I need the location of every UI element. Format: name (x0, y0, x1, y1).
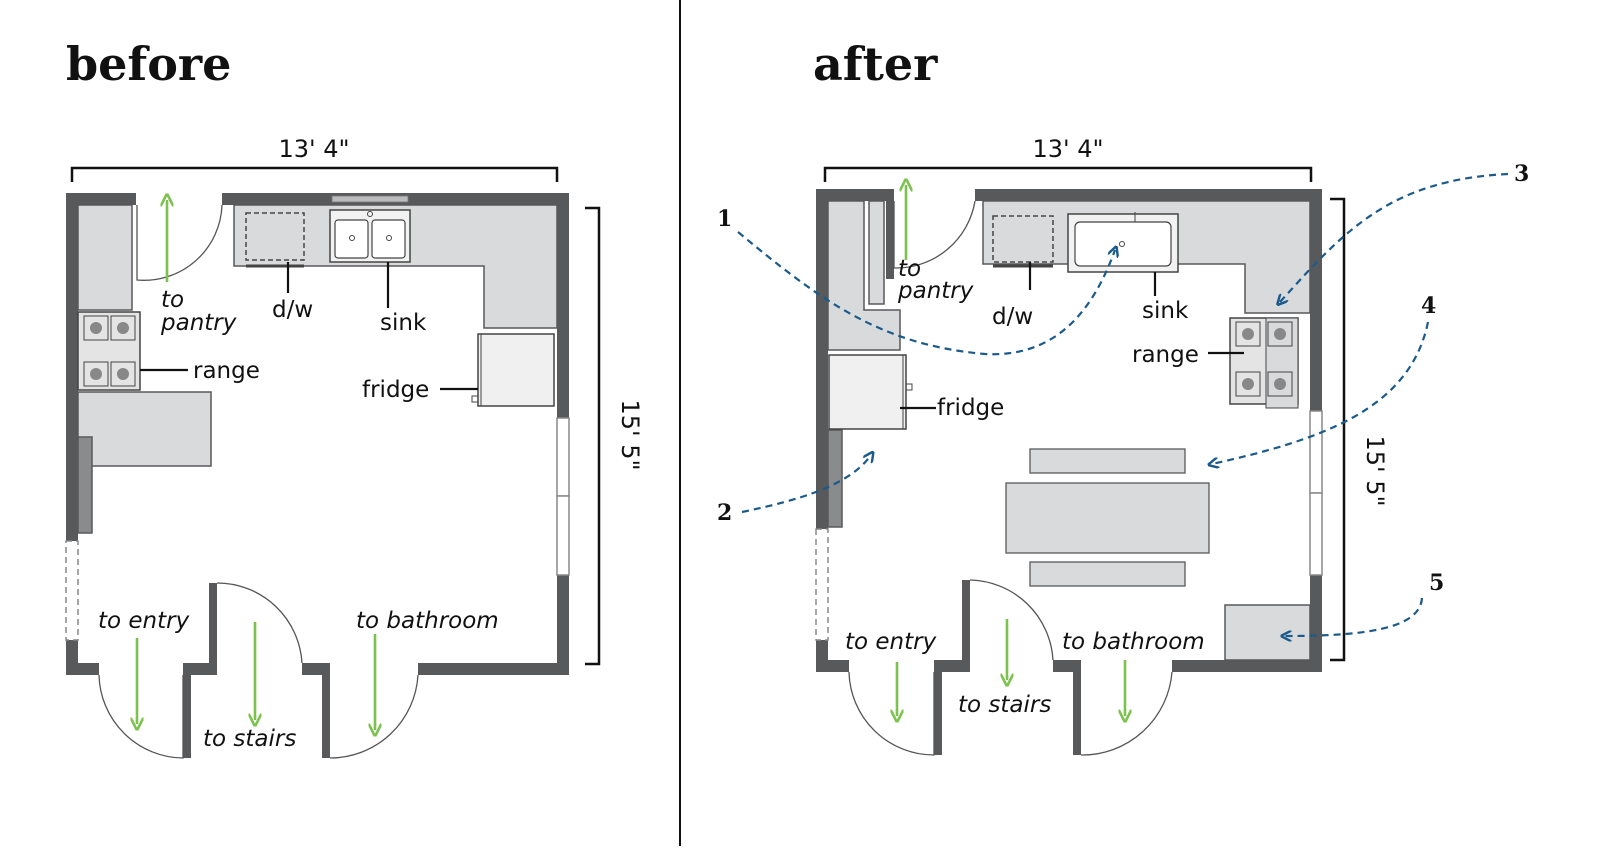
after-pantry-cabinets (827, 200, 901, 528)
before-height-label: 15' 5" (616, 399, 644, 470)
callout-2: 2 (717, 500, 732, 526)
after-range-label: range (1132, 342, 1199, 368)
after-panel: after 13' 4" 15' 5" (717, 37, 1529, 756)
callout-5: 5 (1429, 570, 1444, 596)
after-door-swings (848, 200, 1173, 756)
before-dw-label: d/w (272, 297, 313, 323)
after-range (1229, 317, 1299, 409)
before-pantry-label: pantry (160, 310, 237, 336)
after-width-label: 13' 4" (1032, 135, 1103, 163)
callout-3: 3 (1514, 161, 1529, 187)
callout-4: 4 (1421, 293, 1436, 319)
before-windows (65, 417, 570, 641)
after-to-stairs-label: to stairs (958, 692, 1051, 718)
before-leaders (140, 262, 478, 391)
before-fridge-label: fridge (362, 377, 429, 403)
after-leaders (900, 262, 1244, 410)
after-height-dimension: 15' 5" (1330, 197, 1389, 662)
after-to-bathroom-label: to bathroom (1062, 629, 1205, 655)
before-range (77, 311, 141, 391)
before-range-label: range (193, 358, 260, 384)
before-dishwasher (245, 212, 305, 261)
before-direction-arrows (137, 200, 375, 730)
after-dining-table (1005, 482, 1210, 554)
before-sink (329, 195, 411, 263)
before-walls (66, 193, 569, 758)
after-bench-bottom (1029, 561, 1186, 587)
after-direction-arrows (897, 185, 1125, 716)
before-to-bathroom-label: to bathroom (356, 608, 499, 634)
before-to-stairs-label: to stairs (203, 726, 296, 752)
before-sink-label: sink (380, 310, 427, 336)
before-door-swings (98, 204, 419, 759)
before-title: before (66, 37, 231, 91)
after-sink (1067, 212, 1179, 273)
callout-1: 1 (717, 206, 732, 232)
before-width-dimension: 13' 4" (70, 135, 559, 182)
before-to-entry-label: to entry (98, 608, 190, 634)
before-counters (77, 204, 558, 534)
after-windows (815, 410, 1323, 641)
after-width-dimension: 13' 4" (823, 135, 1313, 182)
callout-1-arrow (737, 231, 1115, 356)
after-to-label: to (898, 256, 921, 282)
callout-2-arrow (741, 455, 871, 514)
callout-3-arrow (1280, 172, 1509, 302)
after-to-entry-label: to entry (845, 629, 937, 655)
after-fridge (828, 354, 913, 430)
callout-4-arrow (1212, 321, 1430, 464)
after-title: after (813, 37, 938, 91)
before-fridge (471, 333, 555, 407)
after-pantry-label: pantry (897, 278, 974, 304)
after-callout-arrows (737, 172, 1509, 636)
after-walls (816, 189, 1322, 755)
before-width-label: 13' 4" (278, 135, 349, 163)
before-to-label: to (161, 287, 184, 313)
before-panel: before 13' 4" 15' 5" (65, 37, 644, 759)
after-dining-set (1005, 448, 1210, 587)
after-fridge-label: fridge (937, 395, 1004, 421)
after-bench-top (1029, 448, 1186, 474)
after-height-label: 15' 5" (1361, 435, 1389, 506)
after-dishwasher (992, 215, 1054, 263)
after-dw-label: d/w (992, 304, 1033, 330)
before-height-dimension: 15' 5" (585, 206, 644, 666)
callout-5-arrow (1285, 597, 1424, 636)
after-sink-label: sink (1142, 298, 1189, 324)
